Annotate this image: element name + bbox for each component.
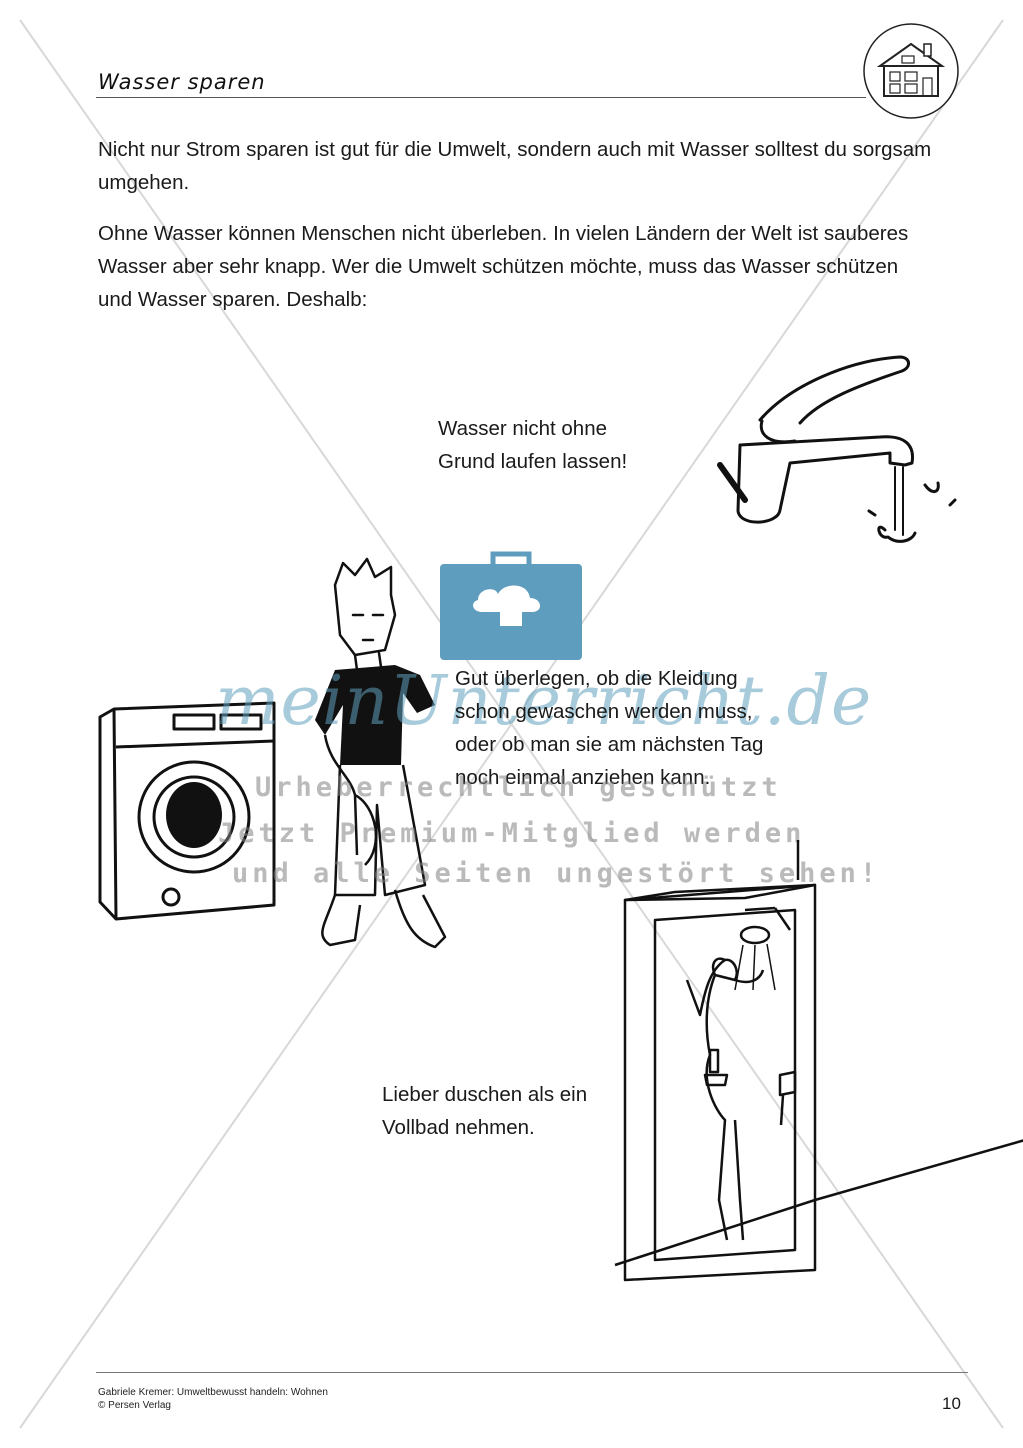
tip-line: Vollbad nehmen. [382, 1116, 535, 1139]
footer-credits: Gabriele Kremer: Umweltbewusst handeln: … [98, 1386, 328, 1412]
watermark-premium-prompt: Jetzt Premium-Mitglied werden [218, 818, 806, 849]
footer-divider [96, 1372, 968, 1373]
watermark-premium-prompt-2: und alle Seiten ungestört sehen! [232, 858, 881, 889]
watermark-brand: meinUnterricht.de [215, 662, 873, 741]
tip-line: Lieber duschen als ein [382, 1083, 588, 1106]
footer-publisher: © Persen Verlag [98, 1400, 171, 1411]
tip-line: noch einmal anziehen kann. [455, 766, 711, 789]
washing-machine-icon [98, 701, 276, 921]
shower-icon [614, 840, 1023, 1282]
bag-logo-icon [440, 551, 582, 660]
intro-paragraph-1: Nicht nur Strom sparen ist gut für die U… [98, 138, 932, 194]
boy-thinking-icon [315, 557, 447, 949]
footer-credit: Gabriele Kremer: Umweltbewusst handeln: … [98, 1387, 328, 1398]
tip-line: schon gewaschen werden muss, [455, 700, 753, 723]
tip-line: oder ob man sie am nächsten Tag [455, 733, 764, 756]
tip-line: Grund laufen lassen! [438, 450, 628, 473]
header-divider [96, 97, 866, 98]
intro-paragraph-2: Ohne Wasser können Menschen nicht überle… [98, 222, 909, 311]
tip-faucet-text: Wasser nicht ohne Grund laufen lassen! [438, 412, 708, 478]
tip-line: Wasser nicht ohne [438, 417, 608, 440]
tip-shower-text: Lieber duschen als ein Vollbad nehmen. [382, 1078, 652, 1144]
worksheet-title: Wasser sparen [98, 70, 266, 94]
tip-line: Gut überlegen, ob die Kleidung [455, 667, 738, 690]
watermark-copyright: Urheberrechtlich geschützt [255, 772, 782, 803]
faucet-icon [717, 355, 957, 543]
house-icon [863, 23, 959, 119]
tip-clothing-text: Gut überlegen, ob die Kleidung schon gew… [455, 662, 855, 794]
page-number: 10 [942, 1394, 961, 1413]
